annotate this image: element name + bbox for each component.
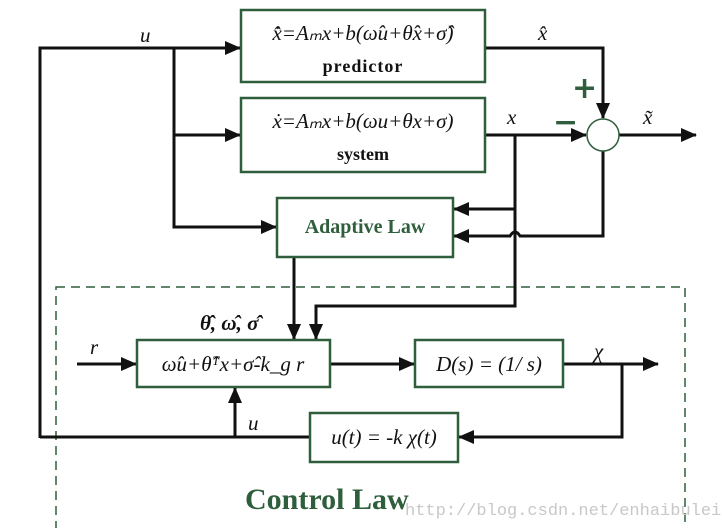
x-tilde-label: x̃ [642, 105, 653, 129]
minus-sign: − [553, 105, 578, 140]
plus-sign: + [572, 71, 597, 106]
filter-equation: D(s) = (1/ s) [435, 352, 542, 376]
summing-junction [586, 118, 620, 152]
control-law-label: Control Law [245, 483, 409, 516]
system-label: system [337, 144, 389, 164]
r-label: r [90, 335, 99, 359]
control-law-region [55, 286, 686, 528]
system-block: ẋ=Aₘx+b(ωu+θx+σ) system [239, 96, 487, 174]
chi-label: χ [592, 339, 604, 363]
predictor-equation: x̂̇=Aₘx+b(ω̂u+θ̂x+σ̂) [271, 21, 454, 45]
predictor-label: predictor [323, 56, 404, 76]
filter-block: D(s) = (1/ s) [413, 338, 565, 389]
control-input-block: ω̂u+θ̂ᵀx+σ̂-k_g r [135, 338, 332, 389]
feedback-block: u(t) = -k χ(t) [308, 411, 460, 464]
signal-wires [38, 41, 697, 444]
x-hat-label: x̂ [537, 21, 548, 45]
adaptive-law-block: Adaptive Law [275, 196, 455, 259]
control-input-equation: ω̂u+θ̂ᵀx+σ̂-k_g r [162, 352, 305, 376]
adaptive-law-label: Adaptive Law [305, 216, 426, 238]
x-label: x [506, 105, 517, 129]
watermark: http://blog.csdn.net/enhaibulei [405, 502, 721, 521]
estimates-label: θ̂, ω̂, σ̂ [200, 311, 263, 335]
predictor-block: x̂̇=Aₘx+b(ω̂u+θ̂x+σ̂) predictor [239, 8, 487, 84]
feedback-equation: u(t) = -k χ(t) [331, 425, 437, 449]
u-bottom-label: u [248, 411, 259, 435]
u-top-label: u [140, 23, 151, 47]
system-equation: ẋ=Aₘx+b(ωu+θx+σ) [271, 109, 453, 133]
